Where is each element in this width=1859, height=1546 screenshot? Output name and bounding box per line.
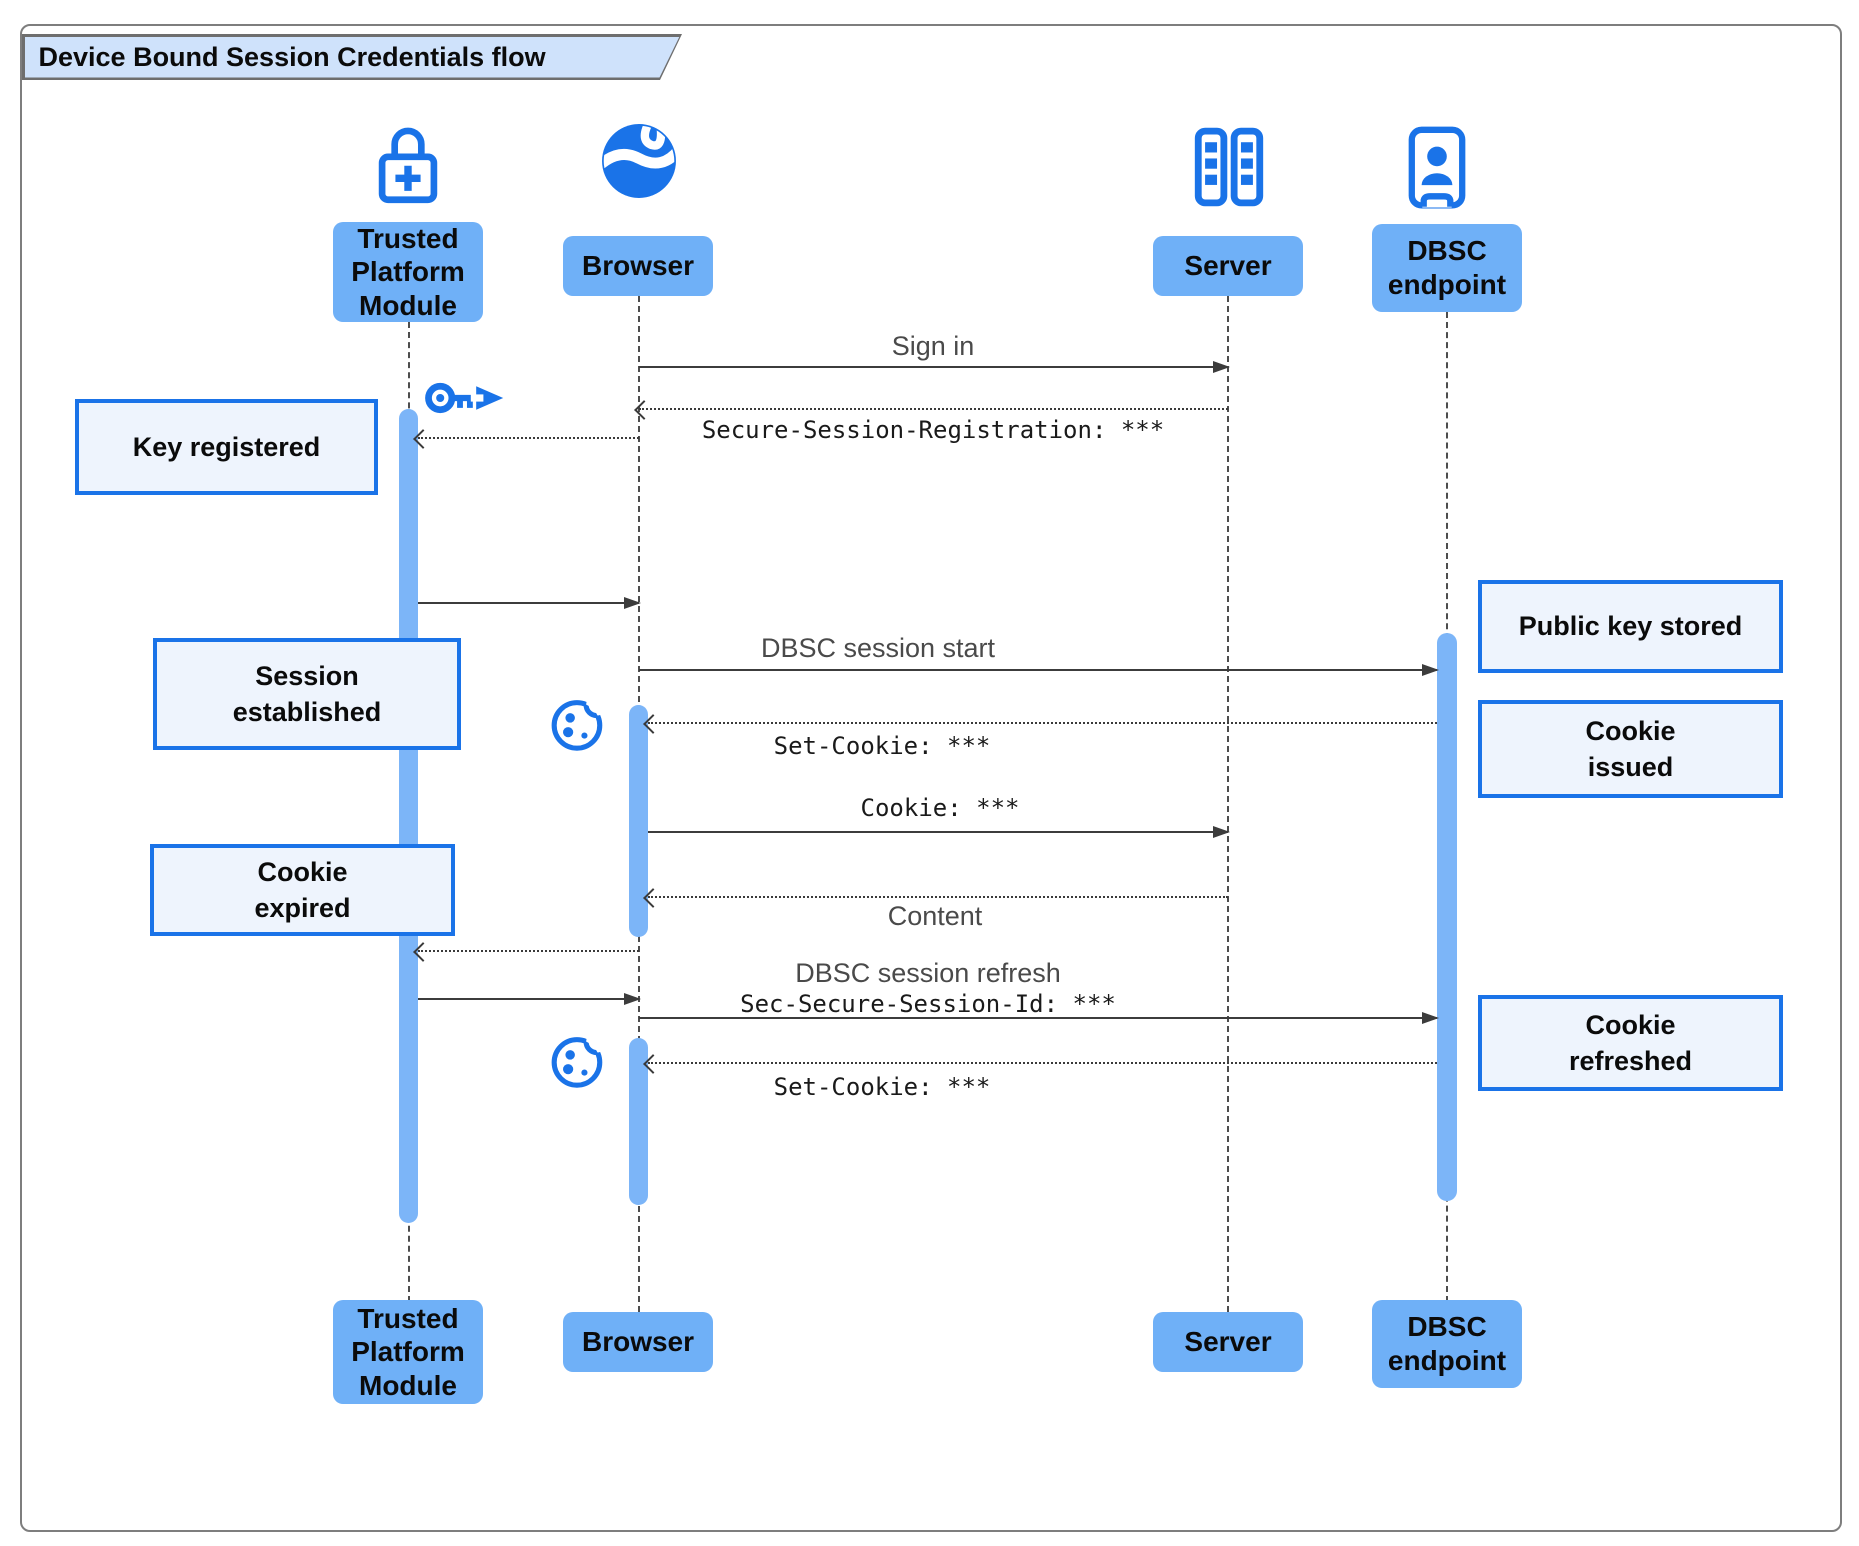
note-cookie-expired: Cookie expired <box>150 844 455 936</box>
lifeline-server <box>1227 296 1229 1312</box>
arrow-set-cookie-1 <box>643 714 1437 734</box>
lock-plus-icon <box>371 118 445 206</box>
label-content: Content <box>887 901 983 931</box>
arrow-refresh-key <box>418 992 641 1005</box>
id-badge-icon <box>1402 124 1472 214</box>
arrow-dbsc-session-refresh <box>639 1011 1439 1024</box>
actor-tpm-bottom: Trusted Platform Module <box>333 1300 483 1404</box>
diagram-title-tab: Device Bound Session Credentials flow <box>22 34 682 80</box>
note-session-established: Session established <box>153 638 461 750</box>
actor-tpm-label: Trusted Platform Module <box>351 222 465 321</box>
arrow-register-key <box>413 429 639 449</box>
arrow-registration-return <box>634 400 1228 420</box>
actor-server-label: Server <box>1184 1326 1272 1358</box>
actor-dbsc-label: DBSC endpoint <box>1387 235 1507 300</box>
actor-browser-bottom: Browser <box>563 1312 713 1372</box>
arrow-content <box>643 888 1228 908</box>
actor-browser-label: Browser <box>581 250 695 282</box>
arrow-expired-to-tpm <box>413 942 639 962</box>
note-public-key-stored: Public key stored <box>1478 580 1783 673</box>
activation-browser-2 <box>629 1038 648 1205</box>
label-set-cookie-1: Set-Cookie: *** <box>773 732 991 760</box>
actor-dbsc-top: DBSC endpoint <box>1372 224 1522 312</box>
cookie-icon <box>545 1025 613 1093</box>
actor-server-label: Server <box>1184 250 1272 282</box>
actor-server-bottom: Server <box>1153 1312 1303 1372</box>
server-rack-icon <box>1186 126 1272 208</box>
activation-browser-1 <box>629 705 648 937</box>
note-key-registered: Key registered <box>75 399 378 495</box>
arrow-sign-in <box>639 360 1230 373</box>
actor-server-top: Server <box>1153 236 1303 296</box>
arrow-cookie <box>648 825 1230 838</box>
label-dbsc-session-start: DBSC session start <box>760 633 996 663</box>
label-cookie: Cookie: *** <box>860 794 1020 822</box>
label-sec-secure-session-id: Sec-Secure-Session-Id: *** <box>740 990 1116 1018</box>
label-registration: Secure-Session-Registration: *** <box>701 416 1165 444</box>
arrow-set-cookie-2 <box>643 1054 1437 1074</box>
actor-tpm-label: Trusted Platform Module <box>351 1302 465 1401</box>
actor-browser-top: Browser <box>563 236 713 296</box>
cookie-icon <box>545 688 613 756</box>
note-cookie-issued: Cookie issued <box>1478 700 1783 798</box>
label-sign-in: Sign in <box>891 331 975 361</box>
actor-browser-label: Browser <box>581 1326 695 1358</box>
diagram-title: Device Bound Session Credentials flow <box>38 41 546 72</box>
activation-dbsc-endpoint <box>1437 633 1457 1201</box>
note-cookie-refreshed: Cookie refreshed <box>1478 995 1783 1091</box>
actor-tpm-top: Trusted Platform Module <box>333 222 483 322</box>
label-set-cookie-2: Set-Cookie: *** <box>773 1073 991 1101</box>
arrow-key-ready <box>418 596 641 609</box>
globe-icon <box>597 119 681 203</box>
label-dbsc-session-refresh: DBSC session refresh <box>795 958 1061 988</box>
actor-dbsc-label: DBSC endpoint <box>1387 1311 1507 1376</box>
arrow-dbsc-session-start <box>639 663 1439 676</box>
activation-tpm <box>399 409 418 1223</box>
key-icon <box>424 374 514 422</box>
actor-dbsc-bottom: DBSC endpoint <box>1372 1300 1522 1388</box>
